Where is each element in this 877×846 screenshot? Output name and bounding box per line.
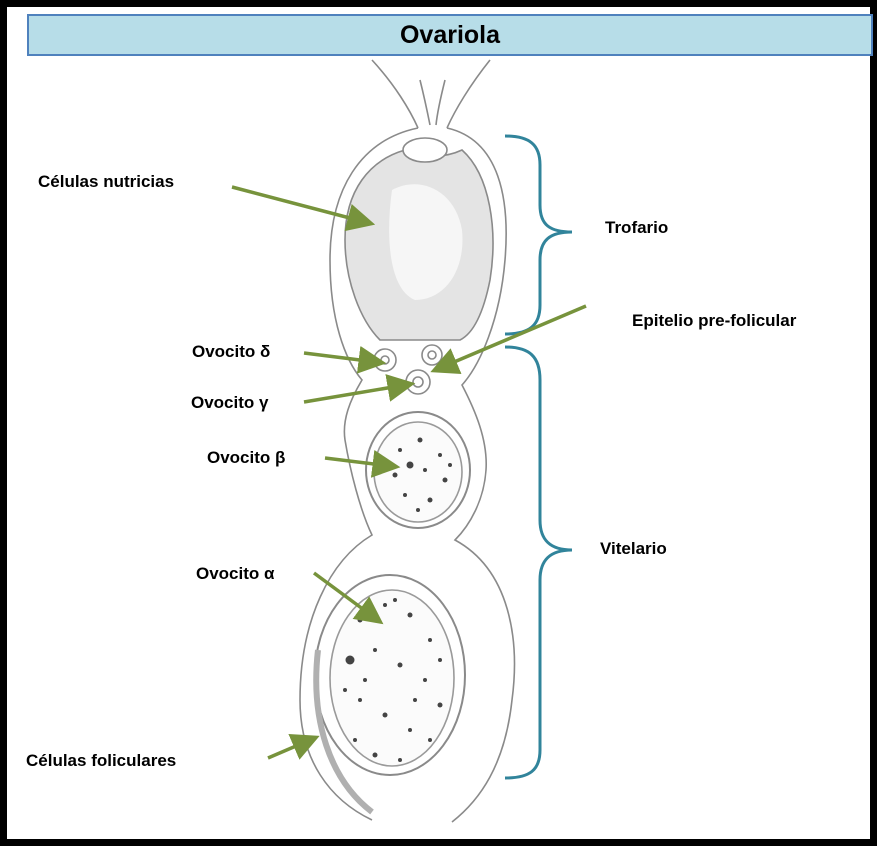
terminal-filament bbox=[372, 60, 490, 128]
label-vitelario: Vitelario bbox=[600, 539, 667, 558]
oocyte-delta-cell bbox=[374, 349, 396, 371]
trofario-brace bbox=[505, 136, 572, 334]
label-celulas-foliculares: Células foliculares bbox=[26, 751, 176, 770]
label-ovocito-gamma: Ovocito γ bbox=[191, 393, 269, 412]
ovariole-drawing bbox=[300, 60, 514, 822]
label-ovocito-alpha: Ovocito α bbox=[196, 564, 275, 583]
arrow-ovocito-gamma bbox=[304, 385, 405, 402]
label-ovocito-delta: Ovocito δ bbox=[192, 342, 270, 361]
label-ovocito-beta: Ovocito β bbox=[207, 448, 285, 467]
arrow-celulas-foliculares bbox=[268, 740, 310, 758]
oocyte-gamma-cell bbox=[406, 370, 430, 394]
vitelario-brace bbox=[505, 347, 572, 778]
label-trofario: Trofario bbox=[605, 218, 668, 237]
arrow-ovocito-delta bbox=[304, 353, 376, 362]
label-celulas-nutricias: Células nutricias bbox=[38, 172, 174, 191]
label-epitelio: Epitelio pre-folicular bbox=[632, 311, 797, 330]
arrow-celulas-nutricias bbox=[232, 187, 365, 222]
